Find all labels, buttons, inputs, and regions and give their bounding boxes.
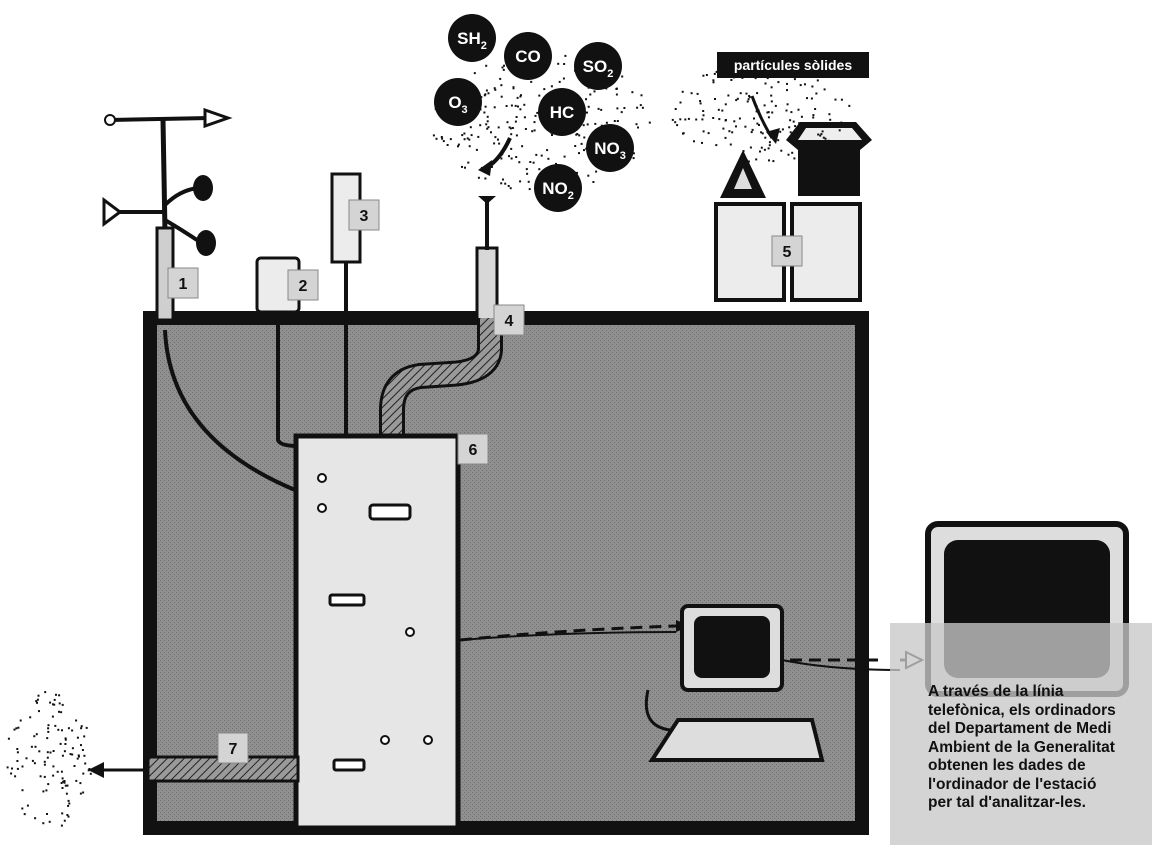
label-number: 2: [299, 278, 308, 295]
caption-line: A través de la línia: [928, 683, 1146, 702]
component-label-2: 2: [288, 270, 318, 300]
caption-line: l'ordinador de l'estació: [928, 776, 1146, 795]
caption-line: del Departament de Medi: [928, 720, 1146, 739]
particle-samplers-5: [716, 122, 872, 300]
gas-bubble-so2: SO2: [574, 42, 622, 90]
component-label-4: 4: [494, 305, 524, 335]
label-number: 4: [505, 313, 514, 330]
gas-bubble-no3: NO3: [586, 124, 634, 172]
particles-label: partícules sòlides: [717, 52, 869, 78]
caption-line: Ambient de la Generalitat: [928, 739, 1146, 758]
gas-formula: HC: [550, 103, 575, 122]
label-number: 7: [229, 741, 238, 758]
gas-bubble-sh2: SH2: [448, 14, 496, 62]
sensor-tower-3: [332, 174, 360, 320]
caption-line: obtenen les dades de: [928, 757, 1146, 776]
exhaust-pipe-7: [88, 757, 298, 781]
gas-intake-probe-4: [477, 196, 497, 320]
caption-box: A través de la línia telefònica, els ord…: [890, 623, 1152, 845]
component-label-5: 5: [772, 236, 802, 266]
label-number: 3: [360, 208, 369, 225]
label-number: 6: [469, 442, 478, 459]
label-number: 1: [179, 276, 188, 293]
gas-bubble-no2: NO2: [534, 164, 582, 212]
gas-bubble-o3: O3: [434, 78, 482, 126]
component-label-7: 7: [218, 733, 248, 763]
caption-line: per tal d'analitzar-les.: [928, 794, 1146, 813]
label-number: 5: [783, 244, 792, 261]
gas-bubble-co: CO: [504, 32, 552, 80]
component-label-3: 3: [349, 200, 379, 230]
gas-bubble-hc: HC: [538, 88, 586, 136]
analyzer-cabinet-6: [296, 436, 458, 828]
caption-line: telefònica, els ordinadors: [928, 702, 1146, 721]
gas-formula: CO: [515, 47, 541, 66]
wind-vane-anemometer: [104, 110, 228, 320]
component-label-1: 1: [168, 268, 198, 298]
component-label-6: 6: [458, 434, 488, 464]
